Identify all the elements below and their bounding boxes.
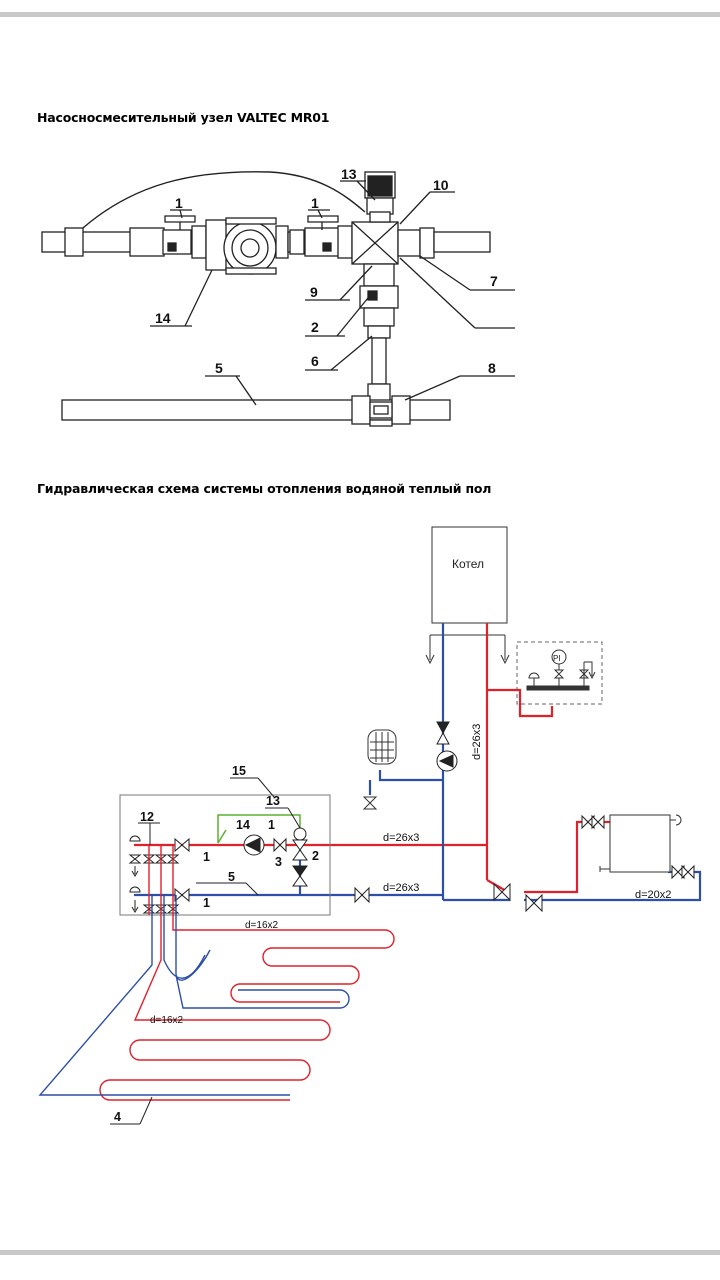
section-title-hydraulic-scheme: Гидравлическая схема системы отопления в… <box>37 481 492 496</box>
callout-1-left: 1 <box>175 195 183 211</box>
callout-6: 6 <box>311 353 319 369</box>
mixing-unit-box <box>119 794 331 916</box>
callout-8: 8 <box>488 360 496 376</box>
pipe-label-floor-1: d=16x2 <box>245 920 279 931</box>
callout-14-scheme: 14 <box>236 818 250 832</box>
manifold-valves <box>128 835 180 914</box>
safety-group-devices <box>526 649 596 691</box>
boiler <box>431 526 508 624</box>
pipe-label-radiator: d=20x2 <box>635 889 671 901</box>
callout-2-scheme: 2 <box>312 849 319 863</box>
radiator <box>599 814 682 873</box>
main-valves <box>354 814 695 913</box>
callout-15: 15 <box>232 764 246 778</box>
manifolds <box>134 844 175 896</box>
callout-13-scheme: 13 <box>266 794 280 808</box>
boiler-pump-group <box>436 721 458 772</box>
gauge-label: PI <box>553 654 561 663</box>
control-capillary <box>217 814 301 844</box>
bottom-divider <box>0 1250 720 1255</box>
callout-4: 4 <box>114 1110 121 1124</box>
scheme-leaders <box>110 777 301 1125</box>
boiler-drain-arrows <box>425 634 510 665</box>
mixing-unit-drawing: + – <box>41 171 515 427</box>
callout-14: 14 <box>155 310 171 326</box>
scheme-callouts: 15 13 14 1 12 3 2 1 5 1 4 <box>114 764 319 1124</box>
callout-1-top: 1 <box>203 850 210 864</box>
mixing-unit-devices <box>174 827 308 903</box>
callout-3: 3 <box>275 855 282 869</box>
mixing-unit-callouts: 13 10 1 1 7 14 9 2 6 5 8 <box>155 166 498 376</box>
pipe-label-return: d=26x3 <box>383 882 419 894</box>
callout-1-right: 1 <box>311 195 319 211</box>
callout-2: 2 <box>311 319 319 335</box>
callout-12: 12 <box>140 810 154 824</box>
callout-9: 9 <box>310 284 318 300</box>
callout-5-scheme: 5 <box>228 870 235 884</box>
callout-1-pump: 1 <box>268 818 275 832</box>
safety-group <box>516 641 603 705</box>
pipe-label-vertical: d=26x3 <box>471 724 483 760</box>
pipe-label-floor-2: d=16x2 <box>150 1015 184 1026</box>
callout-13: 13 <box>341 166 357 182</box>
callout-7: 7 <box>490 273 498 289</box>
callout-10: 10 <box>433 177 449 193</box>
boiler-label: Котел <box>452 557 484 571</box>
manifold-drain-arrows <box>131 866 139 913</box>
section-title-mixing-unit: Насосносмесительный узел VALTEC MR01 <box>37 110 330 125</box>
floor-heating-loops <box>38 845 395 1101</box>
callout-1-bottom: 1 <box>203 896 210 910</box>
pipe-labels: d=26x3 d=26x3 d=26x3 d=20x2 d=16x2 d=16x… <box>150 724 671 1026</box>
pipe-label-supply: d=26x3 <box>383 832 419 844</box>
callout-5: 5 <box>215 360 223 376</box>
expansion-vessel <box>362 729 397 810</box>
top-divider <box>0 12 720 17</box>
